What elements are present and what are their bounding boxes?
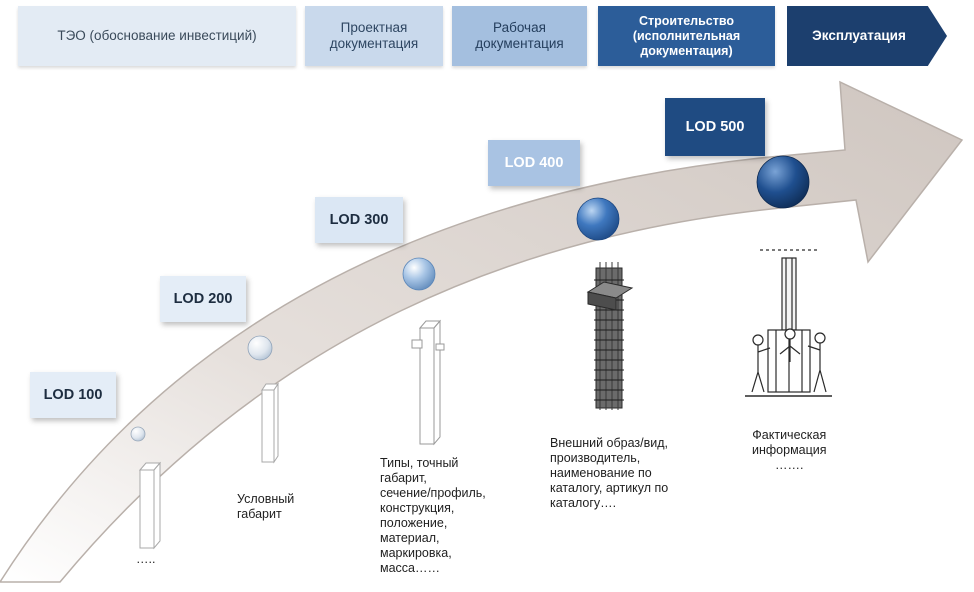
phase-feasibility-study: ТЭО (обоснование инвестиций) [18, 6, 296, 66]
lod-100-orb [130, 426, 146, 442]
phase-label: Эксплуатация [812, 28, 906, 43]
column-box-icon [138, 461, 162, 550]
rebar-cage-icon [586, 262, 634, 410]
lod-100-label: LOD 100 [30, 372, 116, 418]
lod-300-caption: Типы, точный габарит, сечение/профиль, к… [380, 456, 486, 575]
phase-project-documentation: Проектная документация [305, 6, 443, 66]
phase-label: Строительство (исполнительная документац… [632, 13, 741, 58]
column-box-icon [261, 382, 279, 464]
lod-200-caption: Условный габарит [237, 492, 295, 521]
construction-workers-icon [745, 249, 832, 397]
lod-400-label: LOD 400 [488, 140, 580, 186]
phase-label: Рабочая документация [475, 20, 564, 51]
phase-label: Проектная документация [329, 20, 419, 51]
arrow-body [0, 80, 964, 583]
lod-400-orb [576, 197, 620, 241]
column-with-bracket-icon [411, 319, 445, 446]
lod-300-orb [402, 257, 436, 291]
phase-operation: Эксплуатация [787, 6, 947, 66]
phase-construction: Строительство (исполнительная документац… [598, 6, 775, 66]
lod-200-label: LOD 200 [160, 276, 246, 322]
lod-200-orb [247, 335, 273, 361]
lod-300-label: LOD 300 [315, 197, 403, 243]
phase-label: ТЭО (обоснование инвестиций) [57, 28, 257, 43]
lod-400-caption: Внешний образ/вид, производитель, наимен… [550, 436, 669, 510]
lod-500-caption: Фактическая информация ……. [752, 428, 827, 472]
lod-100-caption: ….. [136, 552, 156, 566]
lod-500-orb [756, 155, 810, 209]
phase-working-documentation: Рабочая документация [452, 6, 587, 66]
lod-500-label: LOD 500 [665, 98, 765, 156]
